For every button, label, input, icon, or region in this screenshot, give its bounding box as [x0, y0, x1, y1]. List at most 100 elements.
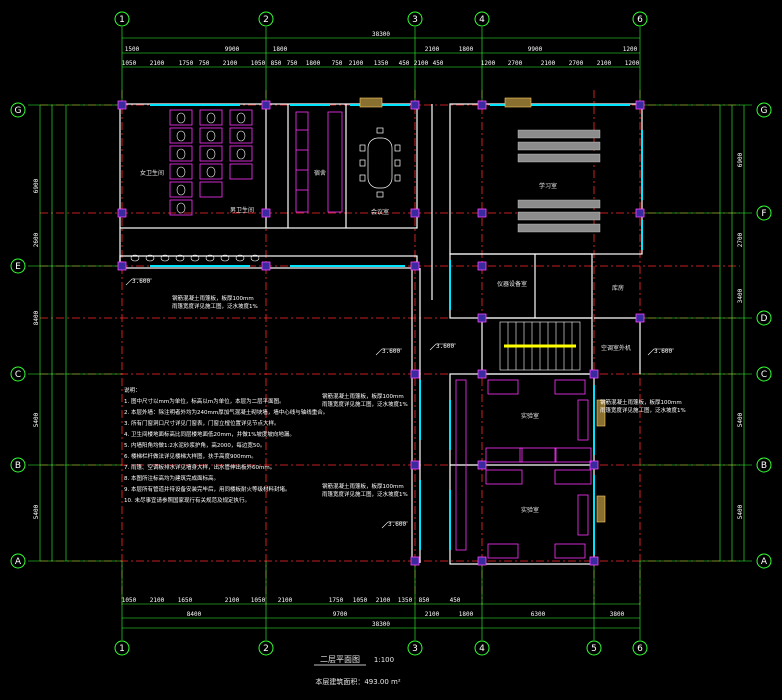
axis-label: G — [761, 106, 768, 116]
level-c-mid: 3.600 — [436, 343, 454, 350]
top-minor-dim: 1050 — [122, 60, 137, 67]
level-a: 3.600 — [388, 521, 406, 528]
axis-label: 2 — [263, 15, 269, 25]
axis-label: E — [15, 262, 21, 272]
room-label-toilet-f: 女卫生间 — [140, 169, 164, 177]
bottom-minor-dim: 1650 — [178, 597, 193, 604]
top-minor-dim: 2100 — [223, 60, 238, 67]
note-line: 8. 本图所注标高均为建筑完成面标高。 — [124, 474, 219, 482]
top-minor-dim: 850 — [271, 60, 282, 67]
axis-label: 3 — [412, 15, 418, 25]
axis-label: 4 — [479, 15, 485, 25]
top-minor-dim: 450 — [433, 60, 444, 67]
room-labels: 女卫生间 男卫生间 宿舍 会议室 学习室 仪器设备室 库房 空调室外机 实验室 … — [140, 169, 631, 514]
left-major-dim: 5400 — [33, 412, 40, 427]
dimension-lines — [39, 37, 745, 629]
top-overall-dimension: 38300 — [372, 31, 390, 38]
axis-label: 6 — [637, 644, 643, 654]
meeting-table — [359, 127, 401, 198]
top-major-dim: 1800 — [273, 46, 288, 53]
axis-bubbles-top: 1 2 3 4 6 — [114, 11, 648, 27]
axis-label: 4 — [479, 644, 485, 654]
staircase — [499, 321, 581, 371]
top-minor-dim: 2700 — [569, 60, 584, 67]
room-label-aircon: 空调室外机 — [601, 344, 631, 352]
axis-label: B — [15, 461, 21, 471]
top-minor-dim: 750 — [199, 60, 210, 67]
room-label-office1: 实验室 — [521, 412, 539, 420]
bottom-minor-dim: 1750 — [329, 597, 344, 604]
bottom-minor-dim: 1350 — [398, 597, 413, 604]
note-line: 2. 本层外墙：除注明者外均为240mm厚加气混凝土砌块墙，墙中心线与轴线重合。 — [124, 408, 328, 416]
room-label-office2: 实验室 — [521, 506, 539, 514]
left-dimensions: 6900 2600 8400 5400 5400 — [33, 178, 40, 519]
toilet-stalls — [169, 109, 253, 216]
right-dimensions: 6900 2700 3400 5400 5400 — [737, 152, 744, 519]
left-major-dim: 6900 — [33, 178, 40, 193]
axis-label: G — [15, 106, 22, 116]
top-minor-dimensions: 1050 2100 1750 750 2100 1050 850 750 180… — [122, 60, 640, 67]
bottom-major-dim: 1800 — [459, 611, 474, 618]
top-minor-dim: 1200 — [481, 60, 496, 67]
dorm-furniture — [295, 111, 343, 213]
toilet-fixtures — [176, 112, 246, 214]
bottom-minor-dim: 450 — [450, 597, 461, 604]
room-label-toilet-m: 男卫生间 — [230, 206, 254, 214]
bottom-major-dim: 3800 — [610, 611, 625, 618]
bottom-minor-dim: 2100 — [376, 597, 391, 604]
left-major-dim: 8400 — [33, 310, 40, 325]
top-minor-dim: 1800 — [306, 60, 321, 67]
top-minor-dim: 2100 — [150, 60, 165, 67]
top-minor-dim: 2100 — [597, 60, 612, 67]
bottom-major-dim: 9700 — [333, 611, 348, 618]
axis-bubbles-bottom: 1 2 3 4 5 6 — [114, 640, 648, 656]
bottom-major-dim: 6300 — [531, 611, 546, 618]
bottom-minor-dim: 1050 — [251, 597, 266, 604]
right-major-dim: 5400 — [737, 412, 744, 427]
top-major-dim: 1500 — [125, 46, 140, 53]
bottom-minor-dim: 850 — [419, 597, 430, 604]
aircon-units — [359, 97, 606, 523]
lab-benches — [455, 379, 592, 559]
room-label-dorm: 宿舍 — [314, 169, 326, 177]
right-major-dim: 2700 — [737, 232, 744, 247]
drawing-scale: 1:100 — [374, 656, 394, 664]
axis-label: D — [761, 314, 768, 324]
study-desks — [517, 129, 601, 233]
bottom-minor-dim: 1050 — [122, 597, 137, 604]
top-major-dim: 1800 — [459, 46, 474, 53]
left-major-dim: 5400 — [33, 504, 40, 519]
axis-label: 1 — [119, 644, 125, 654]
note-line: 10. 未尽事宜请参照国家现行有关规范及规定执行。 — [124, 496, 250, 504]
bottom-minor-dim: 2100 — [150, 597, 165, 604]
washbasins — [130, 254, 260, 262]
note-line: 4. 卫生间楼地面标高比同层楼地面低20mm，并做1%坡度坡向地漏。 — [124, 430, 295, 438]
room-label-equip: 仪器设备室 — [497, 280, 527, 288]
general-notes: 说明： 1. 图中尺寸以mm为单位，标高以m为单位，本层为二层平面图。 2. 本… — [124, 386, 328, 504]
axis-label: 1 — [119, 15, 125, 25]
top-major-dim: 1200 — [623, 46, 638, 53]
right-major-dim: 5400 — [737, 504, 744, 519]
bottom-minor-dim: 2100 — [278, 597, 293, 604]
bottom-minor-dim: 1050 — [353, 597, 368, 604]
note-line: 5. 内墙阳角均做1:2水泥砂浆护角，高2000，每边宽50。 — [124, 441, 265, 449]
notes-title: 说明： — [124, 386, 141, 394]
top-minor-dim: 2100 — [414, 60, 429, 67]
top-minor-dim: 2100 — [541, 60, 556, 67]
bottom-major-dimensions: 8400 9700 2100 1800 6300 3800 — [187, 611, 625, 618]
bottom-major-dim: 8400 — [187, 611, 202, 618]
structural-columns — [117, 100, 645, 566]
bottom-overall-dimension: 38300 — [372, 621, 390, 628]
axis-label: 6 — [637, 15, 643, 25]
top-minor-dim: 1350 — [374, 60, 389, 67]
top-minor-dim: 2100 — [349, 60, 364, 67]
axis-label: C — [761, 370, 767, 380]
top-minor-dim: 1750 — [179, 60, 194, 67]
top-minor-dim: 2700 — [508, 60, 523, 67]
room-label-lab: 库房 — [612, 284, 624, 292]
